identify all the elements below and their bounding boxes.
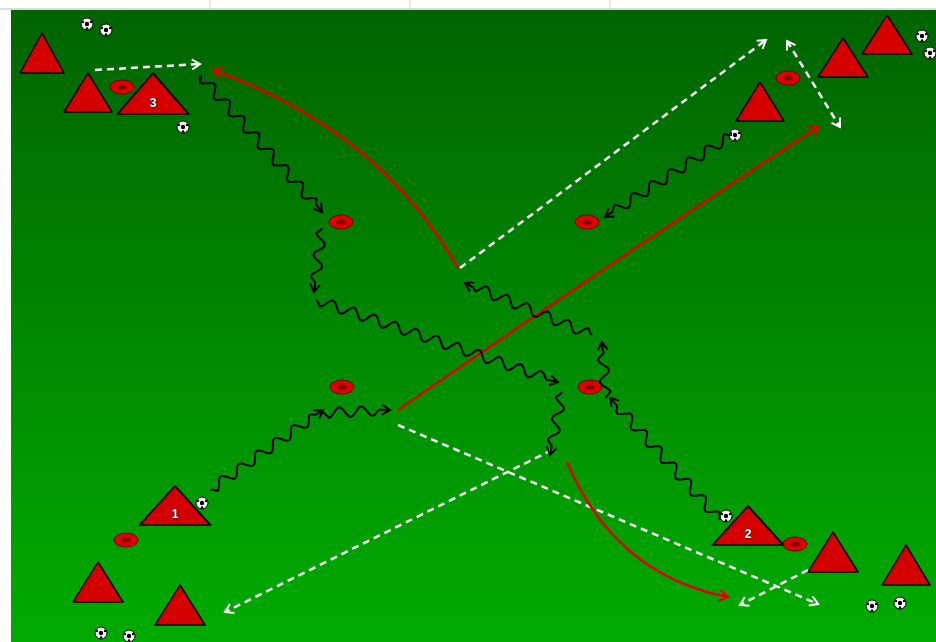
numbered-cone: 1 (138, 485, 212, 526)
dribble-arrow (323, 406, 390, 417)
dribble-arrow (465, 283, 592, 335)
dribble-arrow (200, 75, 322, 212)
numbered-cone: 2 (711, 505, 785, 546)
numbered-cone: 3 (116, 72, 190, 115)
cone-number: 1 (138, 508, 212, 521)
dribble-arrow (610, 398, 720, 520)
dribble-arrow (548, 392, 564, 455)
dribble-arrow (316, 300, 558, 382)
dribble-arrow (311, 228, 325, 292)
dribble-arrow (210, 410, 323, 491)
dribble-arrow (605, 134, 732, 217)
cone-number: 2 (711, 528, 785, 541)
cone-number: 3 (116, 97, 190, 110)
dribble-arrow (598, 342, 610, 398)
